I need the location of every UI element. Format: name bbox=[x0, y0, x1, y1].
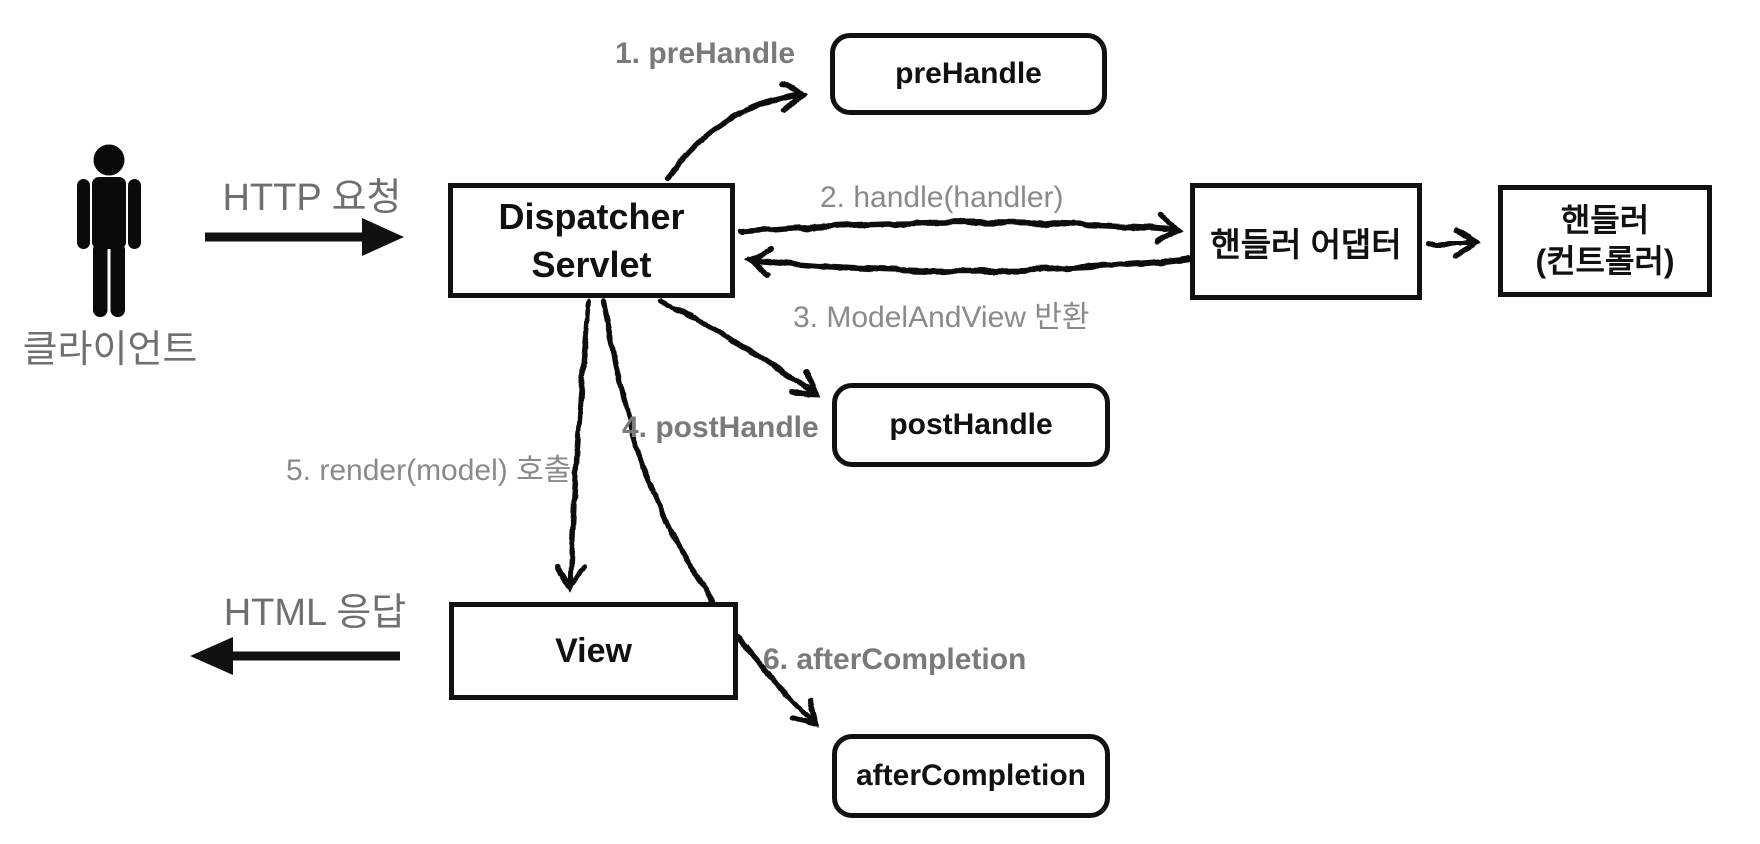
step-5-render-label: 5. render(model) 호출 bbox=[286, 454, 572, 487]
aftercompletion-label: afterCompletion bbox=[855, 759, 1086, 792]
step-6-aftercompletion-label: 6. afterCompletion bbox=[763, 643, 1027, 676]
client-person-icon bbox=[77, 144, 141, 317]
http-request-label: HTTP 요청 bbox=[222, 177, 402, 219]
dispatcher-servlet-label-line1: Dispatcher bbox=[498, 195, 685, 237]
prehandle-box: preHandle bbox=[830, 33, 1107, 115]
dispatcher-servlet-box: Dispatcher Servlet bbox=[448, 183, 735, 298]
html-response-label: HTML 응답 bbox=[223, 592, 407, 634]
prehandle-label: preHandle bbox=[895, 57, 1042, 90]
render-arrow bbox=[555, 297, 592, 594]
html-response-arrow bbox=[190, 637, 400, 675]
step-2-handle-label: 2. handle(handler) bbox=[820, 181, 1064, 214]
aftercompletion-box: afterCompletion bbox=[832, 734, 1110, 818]
handler-adapter-label: 핸들러 어댑터 bbox=[1210, 225, 1402, 263]
handler-label-line1: 핸들러 bbox=[1560, 202, 1650, 239]
client-label: 클라이언트 bbox=[22, 329, 198, 371]
modelandview-return-arrow bbox=[743, 246, 1191, 278]
prehandle-arrow bbox=[665, 81, 810, 182]
handler-label-line2: (컨트롤러) bbox=[1535, 243, 1675, 279]
handler-controller-box: 핸들러 (컨트롤러) bbox=[1498, 185, 1712, 297]
step-4-posthandle-label: 4. postHandle bbox=[622, 411, 819, 444]
http-request-arrow bbox=[205, 218, 404, 256]
step-3-modelandview-label: 3. ModelAndView 반환 bbox=[793, 301, 1090, 334]
posthandle-arrow bbox=[659, 297, 821, 397]
aftercompletion-arrow bbox=[600, 297, 820, 728]
step-1-prehandle-label: 1. preHandle bbox=[615, 37, 796, 70]
handle-arrow bbox=[738, 212, 1185, 245]
posthandle-label: postHandle bbox=[889, 408, 1053, 441]
view-box: View bbox=[449, 602, 738, 700]
handler-adapter-box: 핸들러 어댑터 bbox=[1190, 183, 1422, 300]
view-label: View bbox=[555, 631, 632, 670]
dispatcher-servlet-label-line2: Servlet bbox=[531, 243, 652, 285]
posthandle-box: postHandle bbox=[832, 383, 1110, 467]
